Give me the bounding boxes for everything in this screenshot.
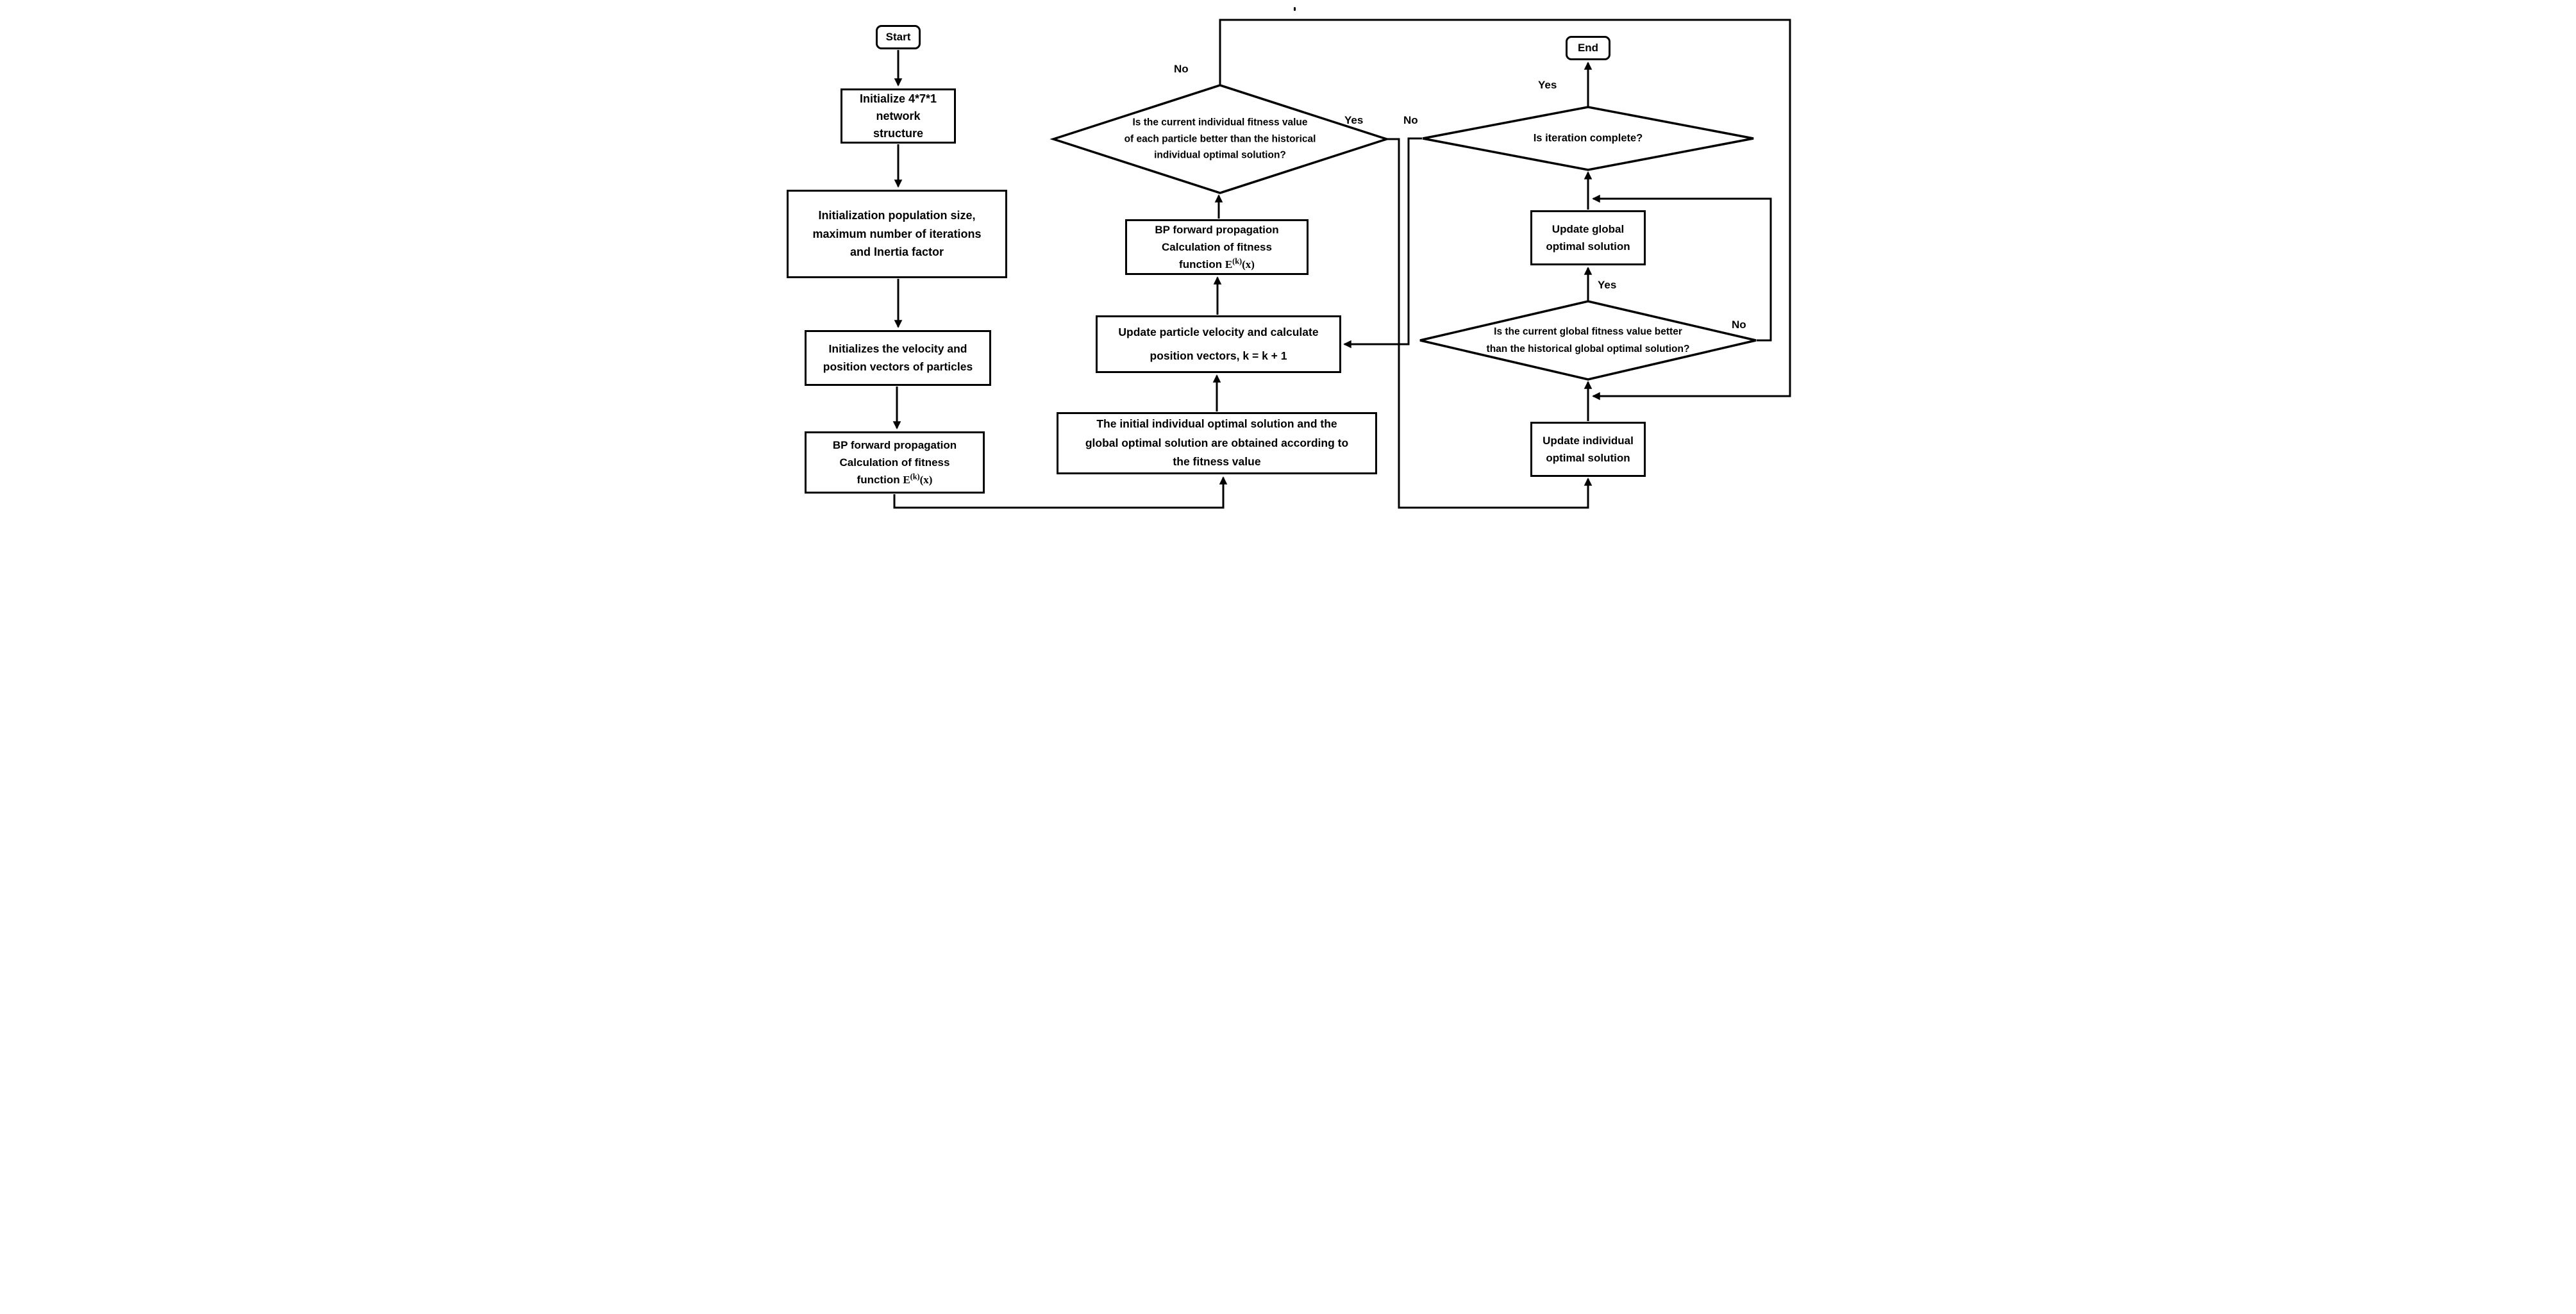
flowchart-canvas: Start Initialize 4*7*1 network structure…: [775, 0, 1801, 523]
init-population-node: Initialization population size, maximum …: [787, 190, 1007, 278]
individual-no-label: No: [1174, 63, 1189, 75]
global-no-label: No: [1732, 319, 1746, 331]
initial-solution-node: The initial individual optimal solution …: [1057, 412, 1377, 474]
end-label: End: [1577, 41, 1599, 54]
end-node: End: [1566, 36, 1610, 60]
update-global-node: Update global optimal solution: [1530, 210, 1646, 265]
individual-check-text: Is the current individual fitness value …: [1124, 117, 1316, 161]
init-network-node: Initialize 4*7*1 network structure: [841, 88, 956, 144]
edge-iteration-no-to-update-velocity: [1343, 137, 1422, 349]
diamond-global-check: [1419, 300, 1757, 381]
fitness-formula: E(k)(x): [903, 472, 933, 487]
individual-yes-label: Yes: [1344, 114, 1364, 126]
bp-fitness-mid-node: BP forward propagation Calculation of fi…: [1125, 219, 1309, 275]
iteration-yes-label: Yes: [1538, 79, 1557, 91]
edge-bp-left-to-initial-solution: [893, 476, 1228, 509]
diamond-individual-check: [1050, 84, 1391, 194]
iteration-no-label: No: [1403, 114, 1418, 126]
global-yes-label: Yes: [1598, 279, 1617, 291]
connector-layer: [892, 19, 1791, 509]
stray-dot: [1294, 7, 1296, 11]
iteration-check-text: Is iteration complete?: [1533, 132, 1643, 144]
fitness-formula: E(k)(x): [1225, 256, 1255, 271]
init-velocity-node: Initializes the velocity and position ve…: [805, 330, 991, 386]
start-label: Start: [885, 30, 911, 43]
edge-individual-no-top-loop: [1219, 19, 1791, 401]
start-node: Start: [876, 25, 921, 49]
diamond-iteration-check: [1422, 106, 1754, 171]
edge-individual-yes-to-update-individual: [1387, 138, 1593, 509]
global-check-text: Is the current global fitness value bett…: [1486, 326, 1690, 354]
update-velocity-node: Update particle velocity and calculate p…: [1096, 315, 1341, 373]
update-individual-node: Update individual optimal solution: [1530, 422, 1646, 477]
bp-fitness-left-node: BP forward propagation Calculation of fi…: [805, 431, 985, 494]
edge-global-no-loop: [1592, 194, 1772, 342]
